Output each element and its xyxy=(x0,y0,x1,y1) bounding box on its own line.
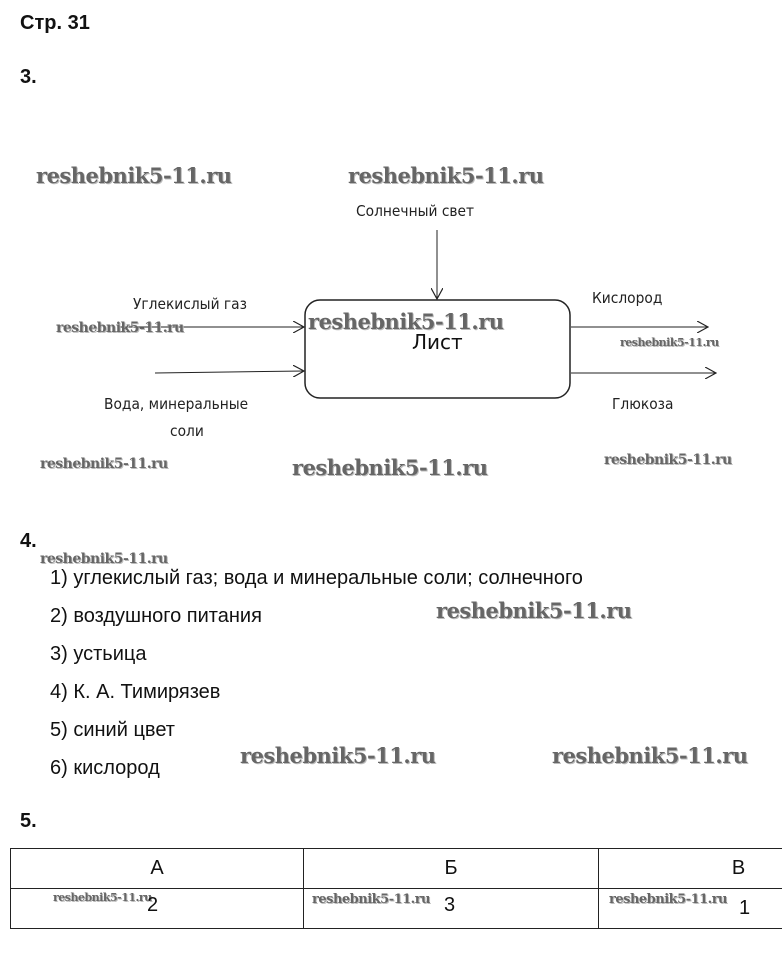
watermark: reshebnik5-11.ru xyxy=(308,309,504,334)
answer-2: 2) воздушного питания xyxy=(50,605,262,627)
water-label-line1: Вода, минеральные xyxy=(104,395,249,413)
answer-5: 5) синий цвет xyxy=(50,719,175,741)
answer-6: 6) кислород xyxy=(50,757,160,779)
answer-4: 4) К. А. Тимирязев xyxy=(50,681,221,703)
task5-number: 5. xyxy=(20,810,37,832)
task4-number: 4. xyxy=(20,530,37,552)
sun-label: Солнечный свет xyxy=(356,202,475,220)
water-label-line2: соли xyxy=(170,422,204,440)
watermark: reshebnik5-11.ru xyxy=(40,551,168,567)
glucose-label: Глюкоза xyxy=(612,395,674,413)
value-a: 2 xyxy=(147,894,159,916)
header-v: В xyxy=(598,848,782,889)
header-v-text: В xyxy=(731,857,746,879)
value-v: 1 xyxy=(739,897,751,919)
watermark: reshebnik5-11.ru xyxy=(36,163,232,188)
table-header-row: А Б В xyxy=(10,848,782,889)
watermark: reshebnik5-11.ru xyxy=(552,743,748,768)
watermark: reshebnik5-11.ru xyxy=(56,320,184,336)
header-a: А xyxy=(10,848,304,889)
answer-1: 1) углекислый газ; вода и минеральные со… xyxy=(50,567,583,589)
leaf-label: Лист xyxy=(412,330,463,354)
watermark: reshebnik5-11.ru xyxy=(53,891,152,904)
oxygen-label: Кислород xyxy=(592,289,663,307)
task3-number: 3. xyxy=(20,66,37,88)
water-arrow xyxy=(154,371,304,373)
watermark: reshebnik5-11.ru xyxy=(312,892,431,907)
page-title: Стр. 31 xyxy=(20,12,90,34)
watermark: reshebnik5-11.ru xyxy=(40,456,168,472)
watermark: reshebnik5-11.ru xyxy=(292,455,488,480)
watermark: reshebnik5-11.ru xyxy=(240,743,436,768)
cell-v: reshebnik5-11.ru 1 xyxy=(598,888,782,929)
watermark: reshebnik5-11.ru xyxy=(609,892,728,907)
watermark: reshebnik5-11.ru xyxy=(604,452,732,468)
co2-label: Углекислый газ xyxy=(133,295,247,313)
leaf-box xyxy=(304,299,571,399)
answer-3: 3) устьица xyxy=(50,643,147,665)
watermark: reshebnik5-11.ru xyxy=(348,163,544,188)
watermark: reshebnik5-11.ru xyxy=(436,598,632,623)
cell-b: reshebnik5-11.ru 3 xyxy=(303,888,599,929)
value-b: 3 xyxy=(444,894,456,916)
watermark: reshebnik5-11.ru xyxy=(620,336,719,349)
header-b: Б xyxy=(303,848,599,889)
